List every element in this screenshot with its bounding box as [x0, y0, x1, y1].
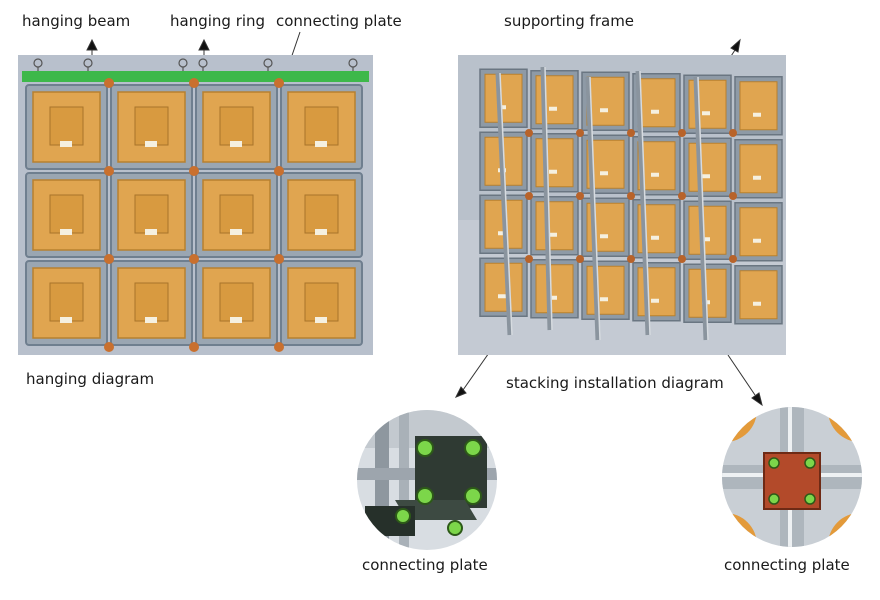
connecting-plate-dot	[189, 78, 199, 88]
connecting-plate-left-label: connecting plate	[362, 556, 488, 574]
cabinet-module	[202, 267, 271, 339]
stack-connecting-plate	[729, 129, 737, 137]
stack-connecting-plate	[525, 192, 533, 200]
connecting-plate-dot	[274, 166, 284, 176]
connecting-plate-dot	[274, 78, 284, 88]
hanging-diagram-illustration	[18, 55, 373, 355]
stack-connecting-plate	[729, 192, 737, 200]
hanging-beam-label: hanging beam	[22, 12, 131, 30]
stack-connecting-plate	[678, 129, 686, 137]
stack-connecting-plate	[627, 255, 635, 263]
hanging-diagram-label: hanging diagram	[26, 370, 155, 388]
connecting-plate-dot	[274, 342, 284, 352]
supporting-frame-label: supporting frame	[504, 12, 635, 30]
connecting-plate-dot	[189, 166, 199, 176]
connecting-plate-dot	[104, 342, 114, 352]
connecting-plate-dot	[274, 254, 284, 264]
stack-connecting-plate	[576, 255, 584, 263]
supporting-frame-post	[693, 76, 709, 341]
stack-connecting-plate	[627, 192, 635, 200]
supporting-frame-post	[635, 70, 651, 336]
stack-connecting-plate	[627, 129, 635, 137]
connecting-plate-detail-left	[355, 408, 500, 553]
connecting-plate-square-icon	[722, 407, 862, 547]
stack-connecting-plate	[678, 255, 686, 263]
stack-connecting-plate	[729, 255, 737, 263]
supporting-frame-post	[495, 72, 513, 336]
connecting-plate-top-label: connecting plate	[276, 12, 402, 30]
stack-connecting-plate	[525, 129, 533, 137]
connecting-plate-right-label: connecting plate	[724, 556, 850, 574]
connecting-plate-dot	[104, 254, 114, 264]
stack-connecting-plate	[576, 192, 584, 200]
stacking-diagram-illustration	[458, 55, 786, 355]
connecting-plate-detail-right	[720, 405, 865, 550]
connecting-plate-dot	[104, 78, 114, 88]
connecting-plate-dot	[104, 166, 114, 176]
hanging-ring-label: hanging ring	[170, 12, 266, 30]
connecting-plate-dot	[189, 342, 199, 352]
stack-connecting-plate	[678, 192, 686, 200]
hanging-diagram	[18, 55, 373, 355]
stacking-installation-diagram-label: stacking installation diagram	[506, 374, 724, 392]
supporting-frame-post	[540, 66, 553, 331]
hanging-beam	[22, 71, 369, 82]
stacking-diagram	[458, 55, 786, 355]
supporting-frame-post	[585, 76, 601, 341]
stack-connecting-plate	[525, 255, 533, 263]
stack-connecting-plate	[576, 129, 584, 137]
connecting-plate-bracket-icon	[357, 410, 497, 550]
connecting-plate-dot	[189, 254, 199, 264]
